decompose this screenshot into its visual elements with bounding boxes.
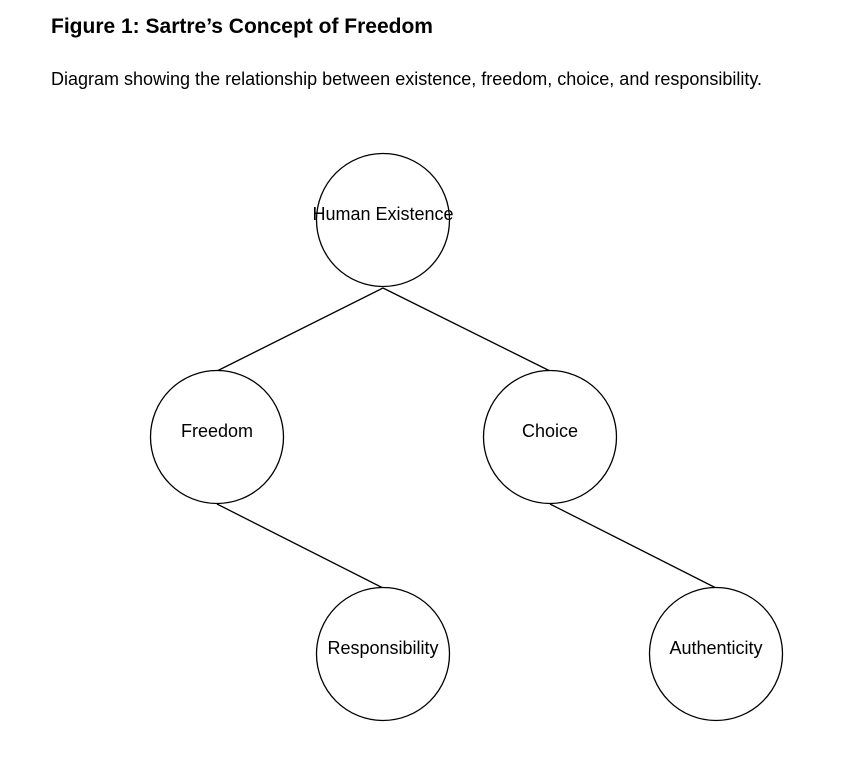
node-label: Human Existence	[312, 204, 453, 224]
node-human-existence: Human Existence	[312, 152, 454, 288]
edge-existence-to-choice	[382, 287, 551, 372]
edge-choice-to-authenticity	[549, 503, 717, 589]
node-choice: Choice	[482, 369, 618, 505]
figure-title: Figure 1: Sartre’s Concept of Freedom	[51, 15, 433, 38]
node-label: Freedom	[181, 421, 253, 441]
diagram-edges	[216, 287, 717, 589]
node-circle	[315, 152, 451, 288]
node-freedom: Freedom	[149, 369, 285, 505]
node-circle	[482, 369, 618, 505]
edge-existence-to-freedom	[216, 287, 384, 372]
edge-freedom-to-responsibility	[216, 503, 384, 589]
figure-caption: Diagram showing the relationship between…	[51, 69, 763, 89]
node-label: Choice	[522, 421, 578, 441]
node-circle	[149, 369, 285, 505]
node-circle	[315, 586, 451, 722]
node-circle	[648, 586, 784, 722]
node-label: Responsibility	[327, 638, 438, 658]
node-authenticity: Authenticity	[648, 586, 784, 722]
node-responsibility: Responsibility	[315, 586, 451, 722]
node-label: Authenticity	[669, 638, 762, 658]
